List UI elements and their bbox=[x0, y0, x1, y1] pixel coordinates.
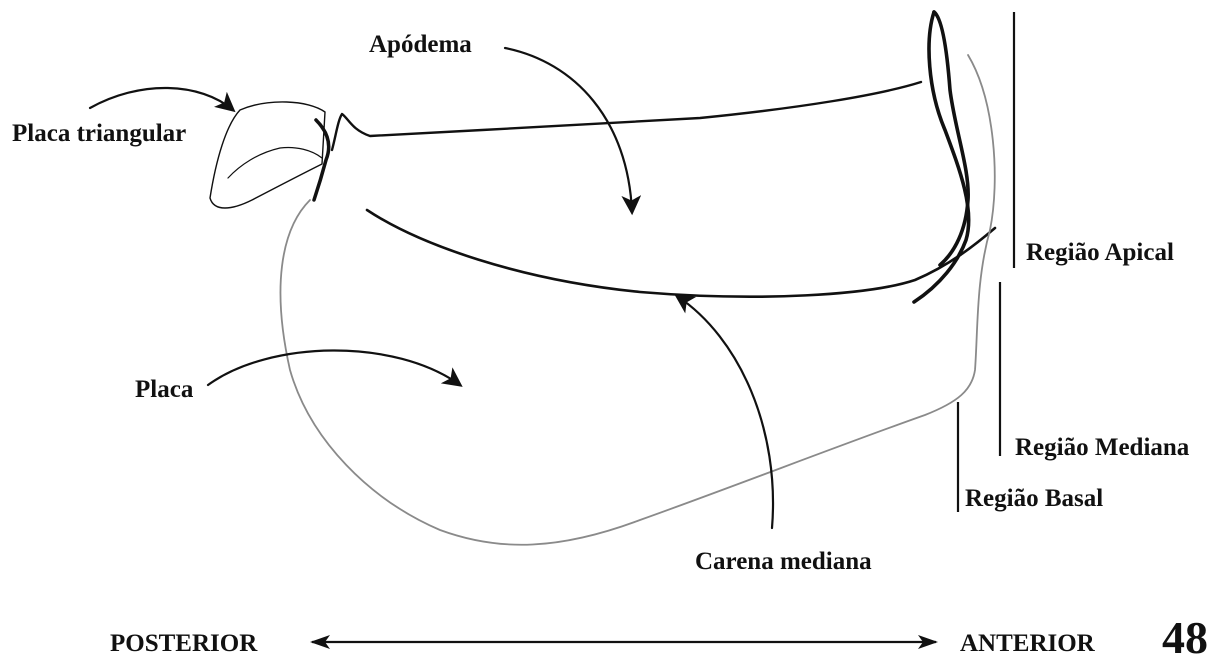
label-placa: Placa bbox=[135, 376, 194, 403]
label-anterior: ANTERIOR bbox=[960, 630, 1096, 657]
apical-loop-return bbox=[934, 12, 968, 265]
placa-triangular-inner bbox=[228, 147, 322, 178]
label-carena-mediana: Carena mediana bbox=[695, 548, 872, 575]
region-bars bbox=[958, 12, 1014, 512]
placa-arrow bbox=[208, 350, 460, 385]
carena-mediana-arrow bbox=[677, 296, 773, 528]
label-posterior: POSTERIOR bbox=[110, 630, 258, 657]
specimen-drawing bbox=[210, 12, 995, 545]
placa-triangular-rim bbox=[314, 120, 329, 200]
placa-outline bbox=[280, 55, 994, 545]
carena-mediana-line bbox=[367, 210, 995, 297]
apical-loop bbox=[914, 12, 969, 302]
apodema-arrow bbox=[505, 48, 632, 212]
label-regiao-mediana: Região Mediana bbox=[1015, 434, 1190, 461]
apodema-top-edge bbox=[332, 82, 921, 150]
label-regiao-basal: Região Basal bbox=[965, 485, 1103, 512]
figure-number: 48 bbox=[1162, 612, 1208, 663]
label-regiao-apical: Região Apical bbox=[1026, 239, 1174, 266]
placa-triangular-arrow bbox=[90, 88, 233, 110]
label-apodema: Apódema bbox=[369, 31, 472, 58]
label-placa-triangular: Placa triangular bbox=[12, 120, 186, 147]
placa-triangular-outline bbox=[210, 102, 325, 208]
